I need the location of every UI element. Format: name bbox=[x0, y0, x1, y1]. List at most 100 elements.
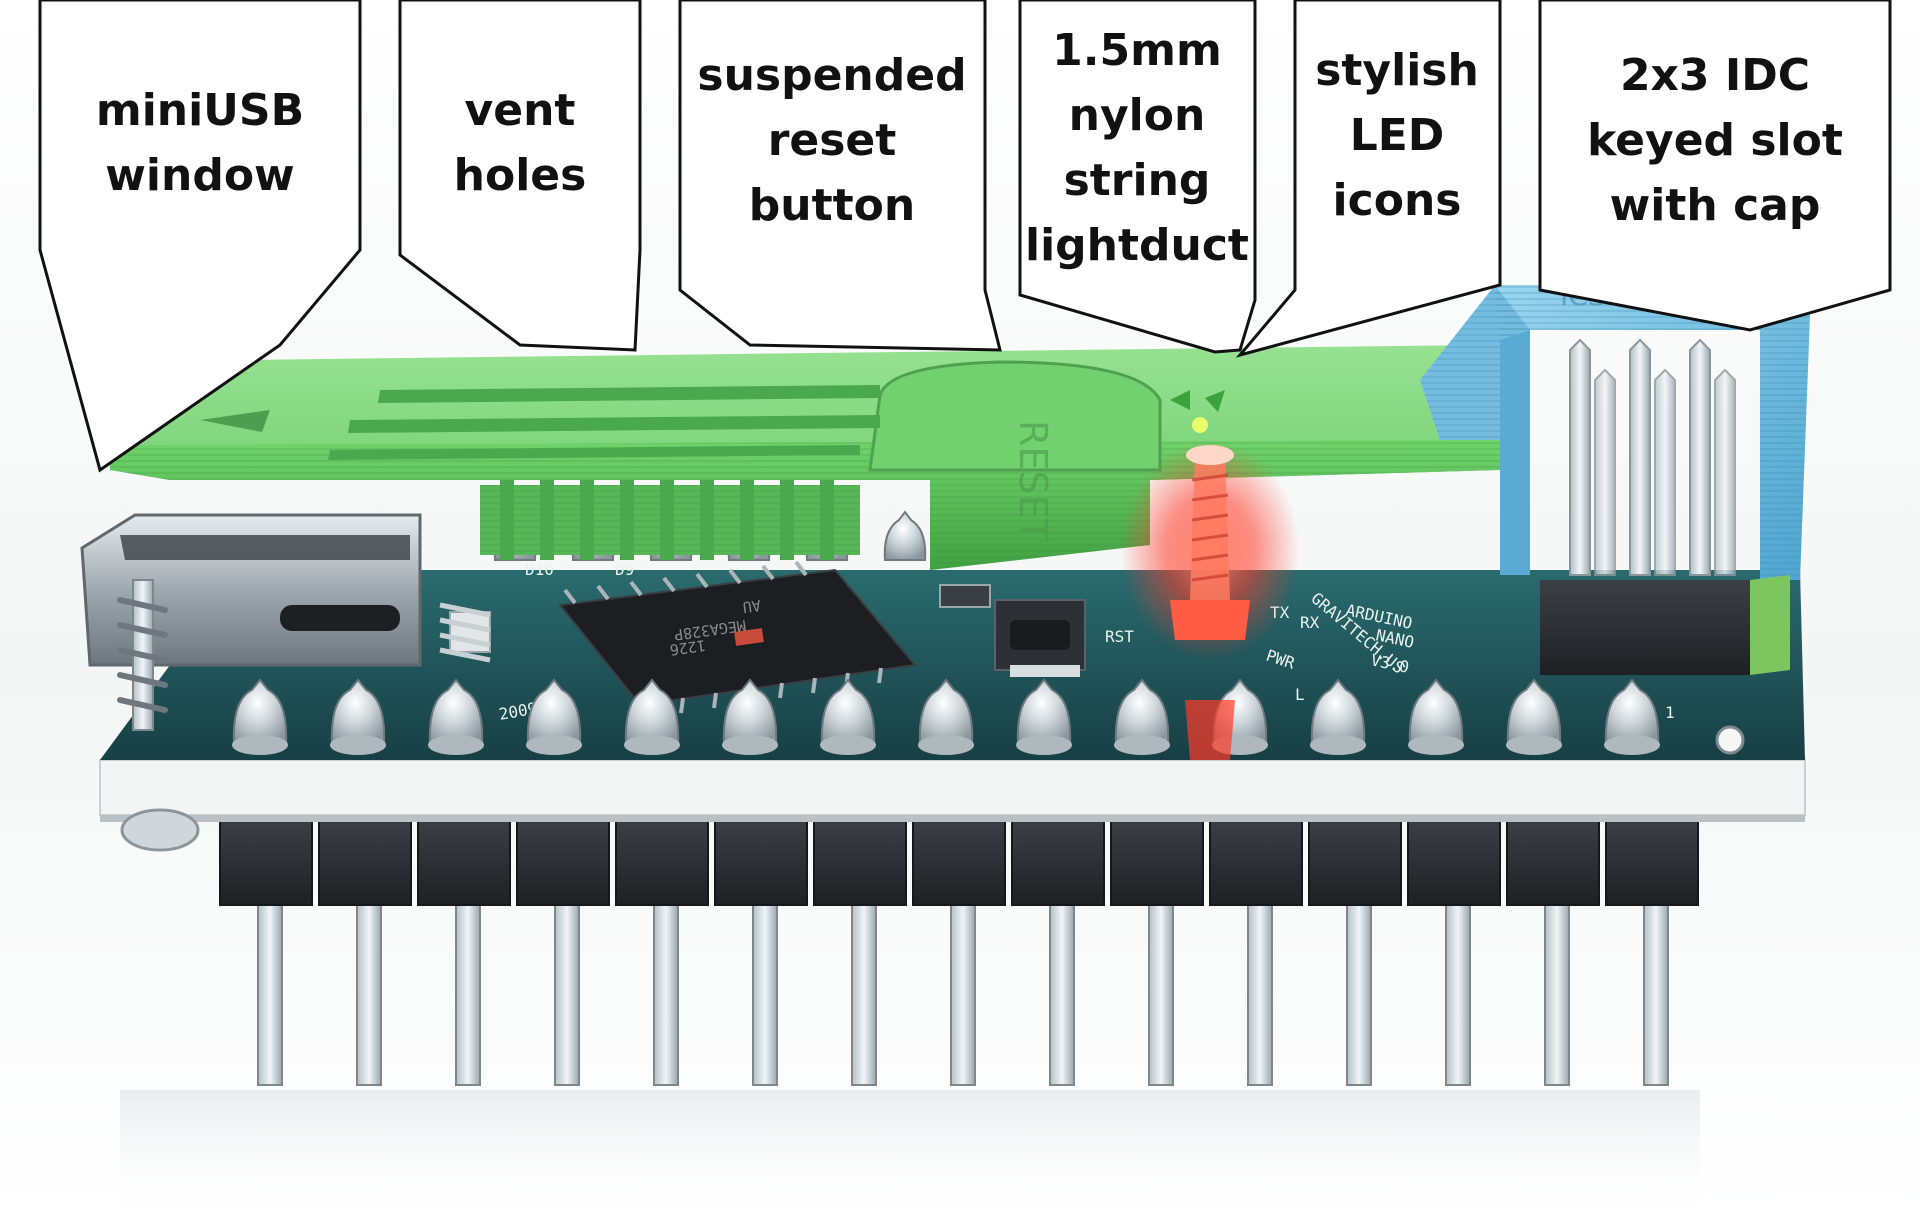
vent-slot-2 bbox=[348, 415, 880, 433]
header-block bbox=[912, 819, 1006, 906]
smd-resistor bbox=[1010, 665, 1080, 677]
silk-l: L bbox=[1295, 685, 1305, 704]
idc-header-pins bbox=[1569, 338, 1736, 576]
callout-lightduct-line1: 1.5mm bbox=[1052, 25, 1222, 76]
pin-head bbox=[722, 678, 778, 755]
pin-head bbox=[1310, 678, 1366, 755]
idc-header-base bbox=[1540, 580, 1750, 675]
chip-marking-package: AU bbox=[742, 596, 762, 616]
pin-head bbox=[526, 678, 582, 755]
callout-suspended-reset-button: suspended reset button bbox=[678, 0, 1002, 352]
led-reflection bbox=[1185, 700, 1235, 760]
header-block bbox=[318, 819, 412, 906]
mounting-hole bbox=[1715, 725, 1745, 755]
pin-head bbox=[820, 678, 876, 755]
callout-led-line3: icons bbox=[1333, 175, 1462, 226]
callout-reset-line3: button bbox=[749, 180, 915, 231]
callout-lightduct-line3: string bbox=[1064, 155, 1211, 206]
case-end-wall bbox=[1750, 575, 1790, 675]
callout-idc-line2: keyed slot bbox=[1587, 115, 1843, 166]
lower-header-pins bbox=[257, 904, 1669, 1086]
header-block bbox=[417, 819, 511, 906]
callout-nylon-lightduct: 1.5mm nylon string lightduct bbox=[1018, 0, 1257, 354]
callout-vent-line2: holes bbox=[454, 150, 587, 201]
header-pin-leg bbox=[356, 904, 382, 1086]
header-pin-leg bbox=[653, 904, 679, 1086]
microcontroller-chip: MEGA328P AU 1226 bbox=[558, 560, 917, 719]
callout-stylish-led-icons: stylish LED icons bbox=[1235, 0, 1502, 358]
silk-rx: RX bbox=[1300, 613, 1320, 632]
callout-miniusb-line1: miniUSB bbox=[96, 85, 304, 136]
pcb-board: 2009 ARDUINO NANO V3.0 GRAVITECH.US RST … bbox=[99, 560, 1806, 852]
header-block bbox=[1407, 819, 1501, 906]
header-pin-leg bbox=[1643, 904, 1669, 1086]
atmel-logo bbox=[734, 628, 764, 646]
led-icon-tx bbox=[1170, 390, 1190, 410]
header-pin-leg bbox=[1148, 904, 1174, 1086]
callout-vent-line1: vent bbox=[465, 85, 576, 136]
pin-head bbox=[1506, 678, 1562, 755]
header-pin-leg bbox=[851, 904, 877, 1086]
header-pin-leg bbox=[455, 904, 481, 1086]
header-block bbox=[219, 819, 313, 906]
smd-led bbox=[1170, 600, 1250, 640]
usb-port-slot bbox=[280, 605, 400, 631]
pin-head bbox=[918, 678, 974, 755]
led-icon-pwr bbox=[1192, 417, 1208, 433]
callout-lightduct-line2: nylon bbox=[1069, 90, 1206, 141]
callout-led-line1: stylish bbox=[1315, 45, 1479, 96]
header-block bbox=[516, 819, 610, 906]
header-pin-leg bbox=[752, 904, 778, 1086]
back-pin-head bbox=[883, 510, 927, 561]
header-block bbox=[1110, 819, 1204, 906]
header-block bbox=[615, 819, 709, 906]
pin-head bbox=[1604, 678, 1660, 755]
callout-idc-line1: 2x3 IDC bbox=[1620, 50, 1810, 101]
header-block bbox=[714, 819, 808, 906]
header-block bbox=[1011, 819, 1105, 906]
case-reset-engraving: RESET bbox=[1011, 420, 1055, 543]
chip-marking-date: 1226 bbox=[669, 636, 707, 659]
reset-switch-button bbox=[1010, 620, 1070, 650]
pin-head bbox=[232, 678, 288, 755]
vent-slot-1 bbox=[378, 385, 880, 403]
header-pin-leg bbox=[1049, 904, 1075, 1086]
header-block bbox=[813, 819, 907, 906]
nylon-lightduct bbox=[1120, 440, 1300, 760]
header-strip bbox=[219, 819, 1699, 906]
pin-head bbox=[1114, 678, 1170, 755]
header-block bbox=[1209, 819, 1303, 906]
callout-reset-line1: suspended bbox=[697, 50, 966, 101]
vent-slot-3 bbox=[328, 445, 860, 460]
pin-head bbox=[428, 678, 484, 755]
callout-lightduct-line4: lightduct bbox=[1025, 220, 1249, 271]
silk-rst: RST bbox=[1105, 627, 1134, 646]
pin-head bbox=[1016, 678, 1072, 755]
silk-d10: D10 bbox=[525, 560, 554, 579]
header-pin-leg bbox=[950, 904, 976, 1086]
callout-miniusb-window: miniUSB window bbox=[38, 0, 362, 473]
silk-pin1: 1 bbox=[1665, 703, 1675, 722]
callout-idc-line3: with cap bbox=[1610, 180, 1821, 231]
smd-crystal bbox=[939, 584, 991, 608]
header-block bbox=[1605, 819, 1699, 906]
callout-vent-holes: vent holes bbox=[398, 0, 642, 352]
screw-head bbox=[120, 808, 200, 852]
silk-d9: D9 bbox=[615, 560, 634, 579]
callout-idc-keyed-slot: 2x3 IDC keyed slot with cap bbox=[1538, 0, 1892, 332]
usb-spring-screw bbox=[117, 579, 168, 731]
header-pin-leg bbox=[1346, 904, 1372, 1086]
header-pin-leg bbox=[554, 904, 580, 1086]
callout-led-line2: LED bbox=[1350, 110, 1445, 161]
led-icon-rx bbox=[1205, 390, 1225, 412]
header-pin-leg bbox=[257, 904, 283, 1086]
header-pin-leg bbox=[1544, 904, 1570, 1086]
callout-miniusb-line2: window bbox=[105, 150, 294, 201]
header-pin-leg bbox=[1247, 904, 1273, 1086]
usb-symbol-engraving bbox=[200, 410, 270, 432]
mini-usb-connector bbox=[80, 513, 491, 731]
pin-head bbox=[624, 678, 680, 755]
header-pin-leg bbox=[1445, 904, 1471, 1086]
callout-reset-line2: reset bbox=[768, 115, 897, 166]
